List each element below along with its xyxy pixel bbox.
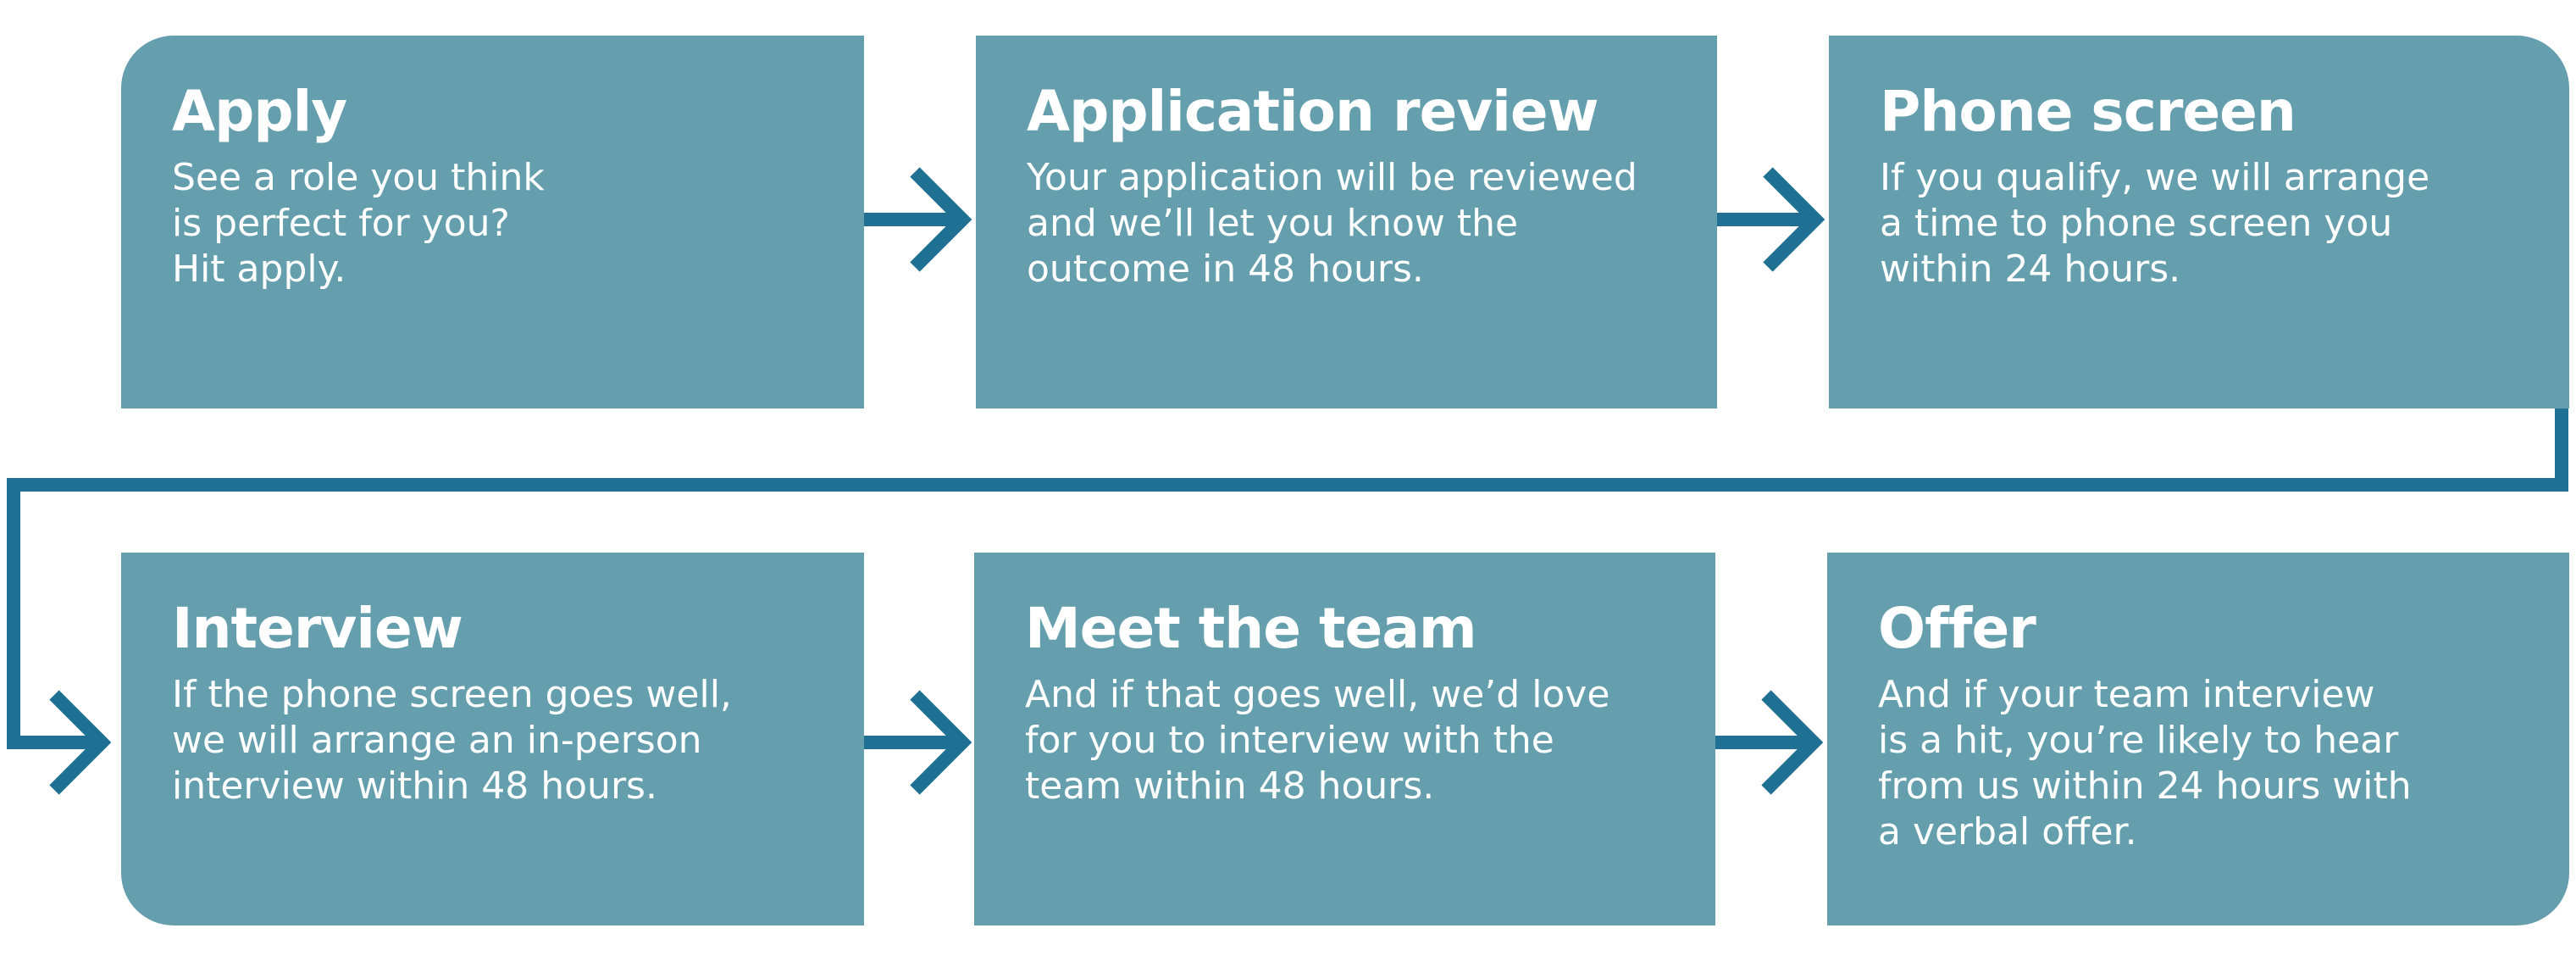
wrap-connector-phone-to-interview xyxy=(7,409,2568,749)
arrow-review-to-phone xyxy=(1717,167,1825,272)
step-description: And if your team interview is a hit, you… xyxy=(1878,672,2412,853)
step-description: If the phone screen goes well, we will a… xyxy=(172,672,732,808)
step-title: Offer xyxy=(1878,596,2036,661)
step-title: Meet the team xyxy=(1025,596,1477,661)
step-meet-the-team: Meet the team And if that goes well, we’… xyxy=(974,553,1715,925)
arrow-meet-to-offer xyxy=(1715,690,1824,795)
step-apply: Apply See a role you think is perfect fo… xyxy=(121,36,864,409)
step-description: If you qualify, we will arrange a time t… xyxy=(1880,155,2430,291)
step-description: See a role you think is perfect for you?… xyxy=(172,155,545,291)
step-application-review: Application review Your application will… xyxy=(976,36,1717,409)
step-title: Application review xyxy=(1027,79,1599,144)
step-description: And if that goes well, we’d love for you… xyxy=(1025,672,1610,808)
arrow-apply-to-review xyxy=(864,167,972,272)
step-title: Phone screen xyxy=(1880,79,2296,144)
step-title: Apply xyxy=(172,79,347,144)
step-phone-screen: Phone screen If you qualify, we will arr… xyxy=(1829,36,2569,409)
arrow-interview-to-meet xyxy=(864,690,972,795)
step-offer: Offer And if your team interview is a hi… xyxy=(1827,553,2569,925)
step-description: Your application will be reviewed and we… xyxy=(1027,155,1637,291)
step-interview: Interview If the phone screen goes well,… xyxy=(121,553,864,925)
arrow-head-interview xyxy=(49,690,112,795)
step-title: Interview xyxy=(172,596,463,661)
